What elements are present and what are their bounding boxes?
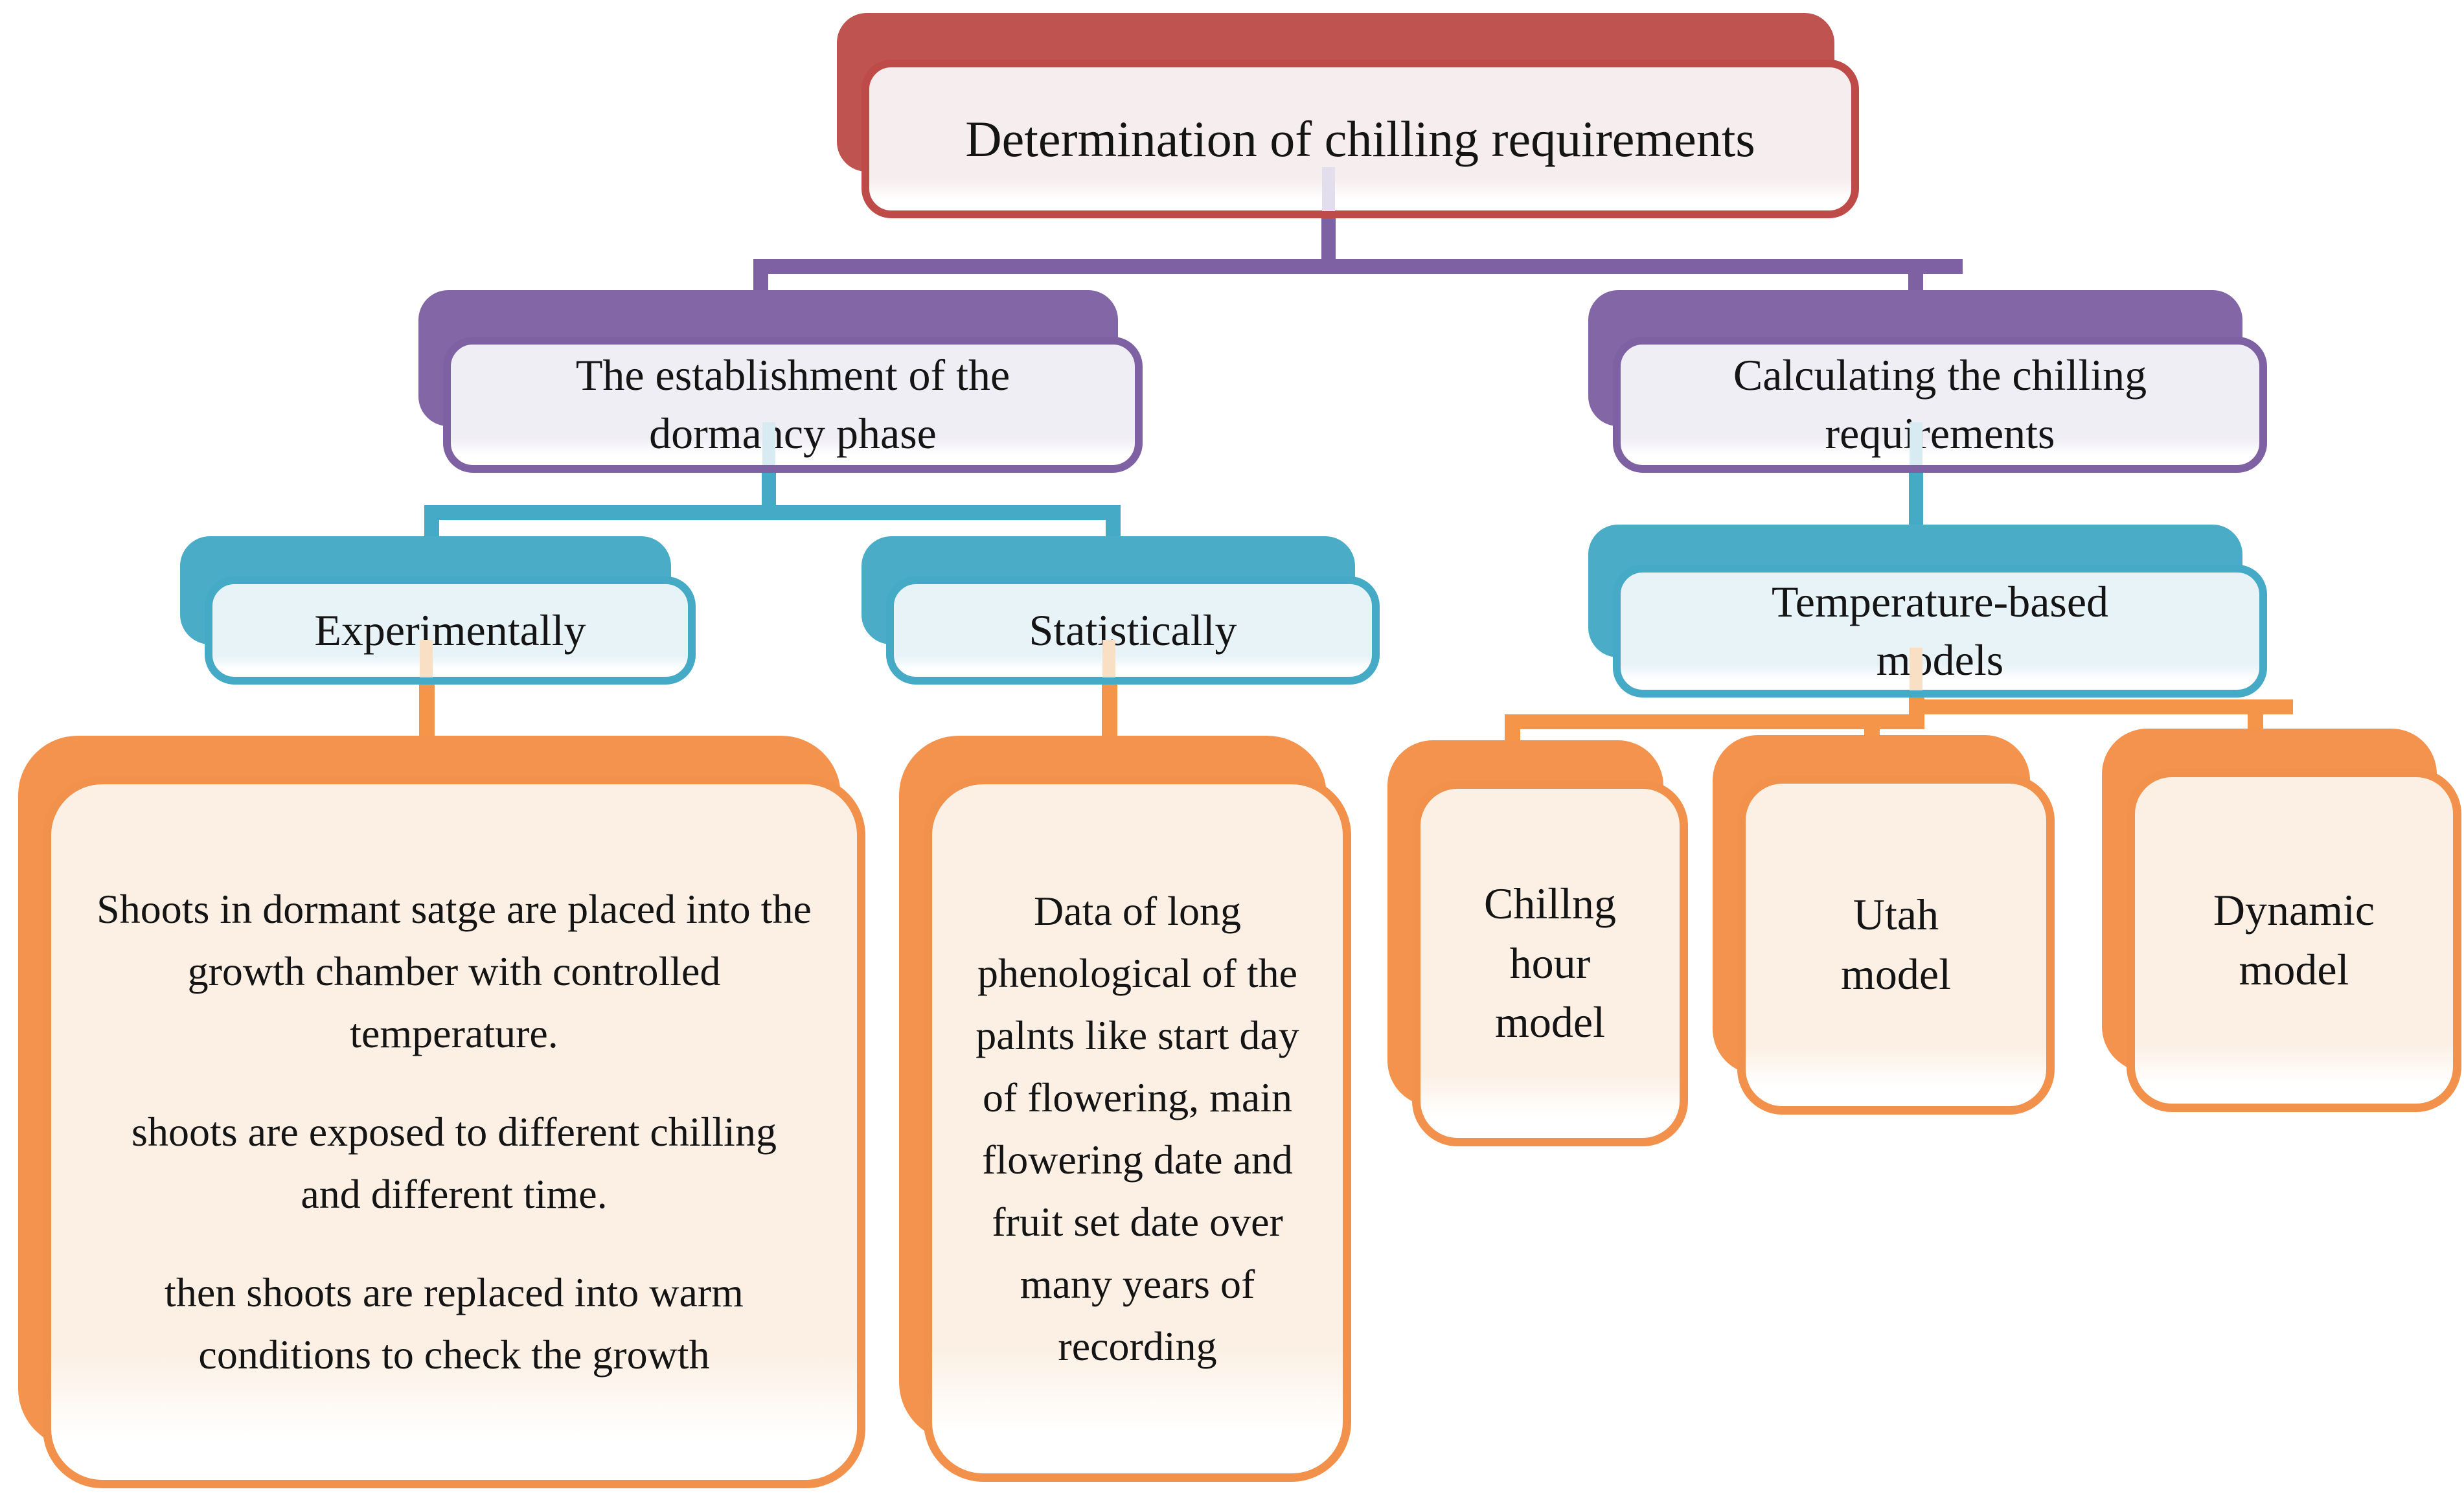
connector-statistically-stem-inner xyxy=(1102,640,1115,677)
node-temperature-models-label: Temperature-based models xyxy=(1771,576,2109,685)
node-experimentally-box: Experimentally xyxy=(205,576,696,685)
connector-statistically-stem xyxy=(1102,685,1117,739)
connector-hook-statistically xyxy=(1106,520,1121,539)
node-temperature-models-box: Temperature-based models xyxy=(1613,565,2267,698)
node-experimental-procedure-box: Shoots in dormant satge are placed into … xyxy=(43,776,865,1488)
connector-root-stem-inner xyxy=(1322,167,1335,211)
connector-establishment-stem-inner xyxy=(762,422,775,465)
procedure-paragraph-1: Shoots in dormant satge are placed into … xyxy=(97,886,812,1056)
node-root-label: Determination of chilling requirements xyxy=(965,110,1755,167)
connector-hook-calculating xyxy=(1908,274,1923,293)
node-utah-model-box: Utah model xyxy=(1737,775,2055,1115)
connector-establishment-stem xyxy=(762,473,776,508)
node-establishment-box: The establishment of the dormancy phase xyxy=(443,337,1143,473)
connector-experimentally-stem xyxy=(419,685,435,739)
node-statistically-box: Statistically xyxy=(886,576,1380,685)
node-experimental-procedure-text: Shoots in dormant satge are placed into … xyxy=(97,878,812,1386)
node-calculating-box: Calculating the chilling requirements xyxy=(1613,337,2267,473)
connector-models-bar-right xyxy=(1909,699,2293,714)
node-dynamic-model-label: Dynamic model xyxy=(2213,885,2375,994)
node-utah-model-label: Utah model xyxy=(1841,890,1951,999)
connector-root-stem xyxy=(1321,218,1336,264)
connector-models-bar-left xyxy=(1505,714,1924,729)
node-statistical-data-label: Data of long phenological of the palnts … xyxy=(975,888,1299,1369)
connector-temperature-stem-inner xyxy=(1910,648,1922,690)
node-statistically-label: Statistically xyxy=(1029,605,1237,655)
connector-establishment-bar xyxy=(424,505,1121,520)
node-establishment-label: The establishment of the dormancy phase xyxy=(575,350,1010,458)
connector-hook-experimentally xyxy=(424,520,439,539)
connector-root-bar xyxy=(753,259,1963,274)
node-root-box: Determination of chilling requirements xyxy=(861,60,1859,218)
procedure-paragraph-2: shoots are exposed to different chilling… xyxy=(131,1109,777,1217)
procedure-paragraph-3: then shoots are replaced into warm condi… xyxy=(165,1269,744,1378)
node-chilling-hour-model-box: Chillng hour model xyxy=(1412,780,1688,1146)
node-experimentally-label: Experimentally xyxy=(314,605,586,655)
node-dynamic-model-box: Dynamic model xyxy=(2127,769,2461,1112)
node-statistical-data-box: Data of long phenological of the palnts … xyxy=(924,776,1351,1482)
node-chilling-hour-model-label: Chillng hour model xyxy=(1483,878,1617,1047)
connector-calculating-stem-inner xyxy=(1910,422,1922,465)
connector-hook-chilling-hour xyxy=(1505,729,1520,743)
connector-calculating-stem xyxy=(1909,473,1923,528)
connector-hook-establishment xyxy=(753,274,768,293)
node-calculating-label: Calculating the chilling requirements xyxy=(1733,350,2147,458)
connector-experimentally-stem-inner xyxy=(420,640,433,677)
